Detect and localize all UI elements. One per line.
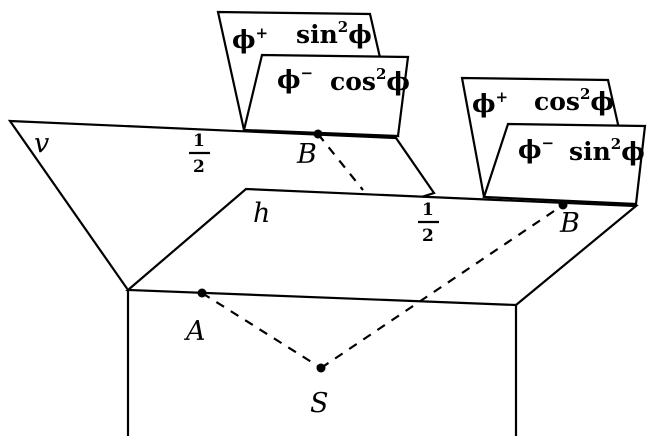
- svg-text:ϕ+: ϕ+: [232, 24, 268, 54]
- svg-text:sin2ϕ: sin2ϕ: [296, 18, 372, 49]
- plane-v-half-den: 2: [193, 157, 205, 177]
- svg-text:cos2ϕ: cos2ϕ: [534, 85, 614, 116]
- card-left-back-phi: ϕ: [232, 25, 256, 54]
- point-b-v: [313, 129, 323, 139]
- card-right-front-exp: 2: [611, 135, 621, 153]
- card-left-front-sign: −: [301, 64, 314, 82]
- point-b-v-label: B: [296, 139, 317, 170]
- card-right-back-exp: 2: [580, 85, 590, 103]
- card-right-front: ϕ− sin2ϕ: [482, 122, 647, 206]
- card-left-front-fn: cos: [330, 67, 376, 96]
- svg-text:ϕ+: ϕ+: [472, 88, 508, 118]
- point-s-label: S: [310, 388, 329, 419]
- svg-text:sin2ϕ: sin2ϕ: [569, 135, 645, 166]
- plane-h-half-den: 2: [422, 226, 434, 246]
- plane-v-half-num: 1: [193, 131, 205, 151]
- card-right-front-phi: ϕ: [518, 135, 542, 164]
- beam-s-to-a: [201, 292, 322, 369]
- card-right-front-sign: −: [542, 134, 555, 152]
- card-right-back-sign: +: [496, 88, 509, 106]
- point-a-label: A: [183, 316, 206, 347]
- svg-text:ϕ−: ϕ−: [277, 64, 313, 94]
- card-right-front-fn: sin: [569, 137, 611, 166]
- point-b-h-label: B: [559, 208, 580, 239]
- svg-text:cos2ϕ: cos2ϕ: [330, 65, 410, 96]
- card-left-back-sign: +: [256, 24, 269, 42]
- card-left-front: ϕ− cos2ϕ: [242, 53, 410, 138]
- card-left-back-fn: sin: [296, 20, 338, 49]
- beam-b-v-segment: [317, 133, 364, 191]
- card-left-front-phi: ϕ: [277, 65, 301, 94]
- svg-text:ϕ−: ϕ−: [518, 134, 554, 164]
- card-left-front-arg: ϕ: [386, 67, 410, 96]
- point-b-h: [558, 200, 568, 210]
- plane-v: v 1 2 B: [7, 119, 436, 292]
- plane-v-label: v: [34, 128, 49, 159]
- card-right-front-arg: ϕ: [621, 137, 645, 166]
- card-left-front-exp: 2: [376, 65, 386, 83]
- card-left-back-arg: ϕ: [348, 20, 372, 49]
- point-s: [316, 363, 326, 373]
- card-right-back-phi: ϕ: [472, 89, 496, 118]
- card-left-back-exp: 2: [338, 18, 348, 36]
- plane-h-half-num: 1: [422, 200, 434, 220]
- card-right-back-arg: ϕ: [590, 87, 614, 116]
- beam-s-to-b-h: [320, 204, 564, 369]
- plane-h-label: h: [253, 198, 270, 229]
- card-right-back-fn: cos: [534, 87, 580, 116]
- point-a: [197, 288, 207, 298]
